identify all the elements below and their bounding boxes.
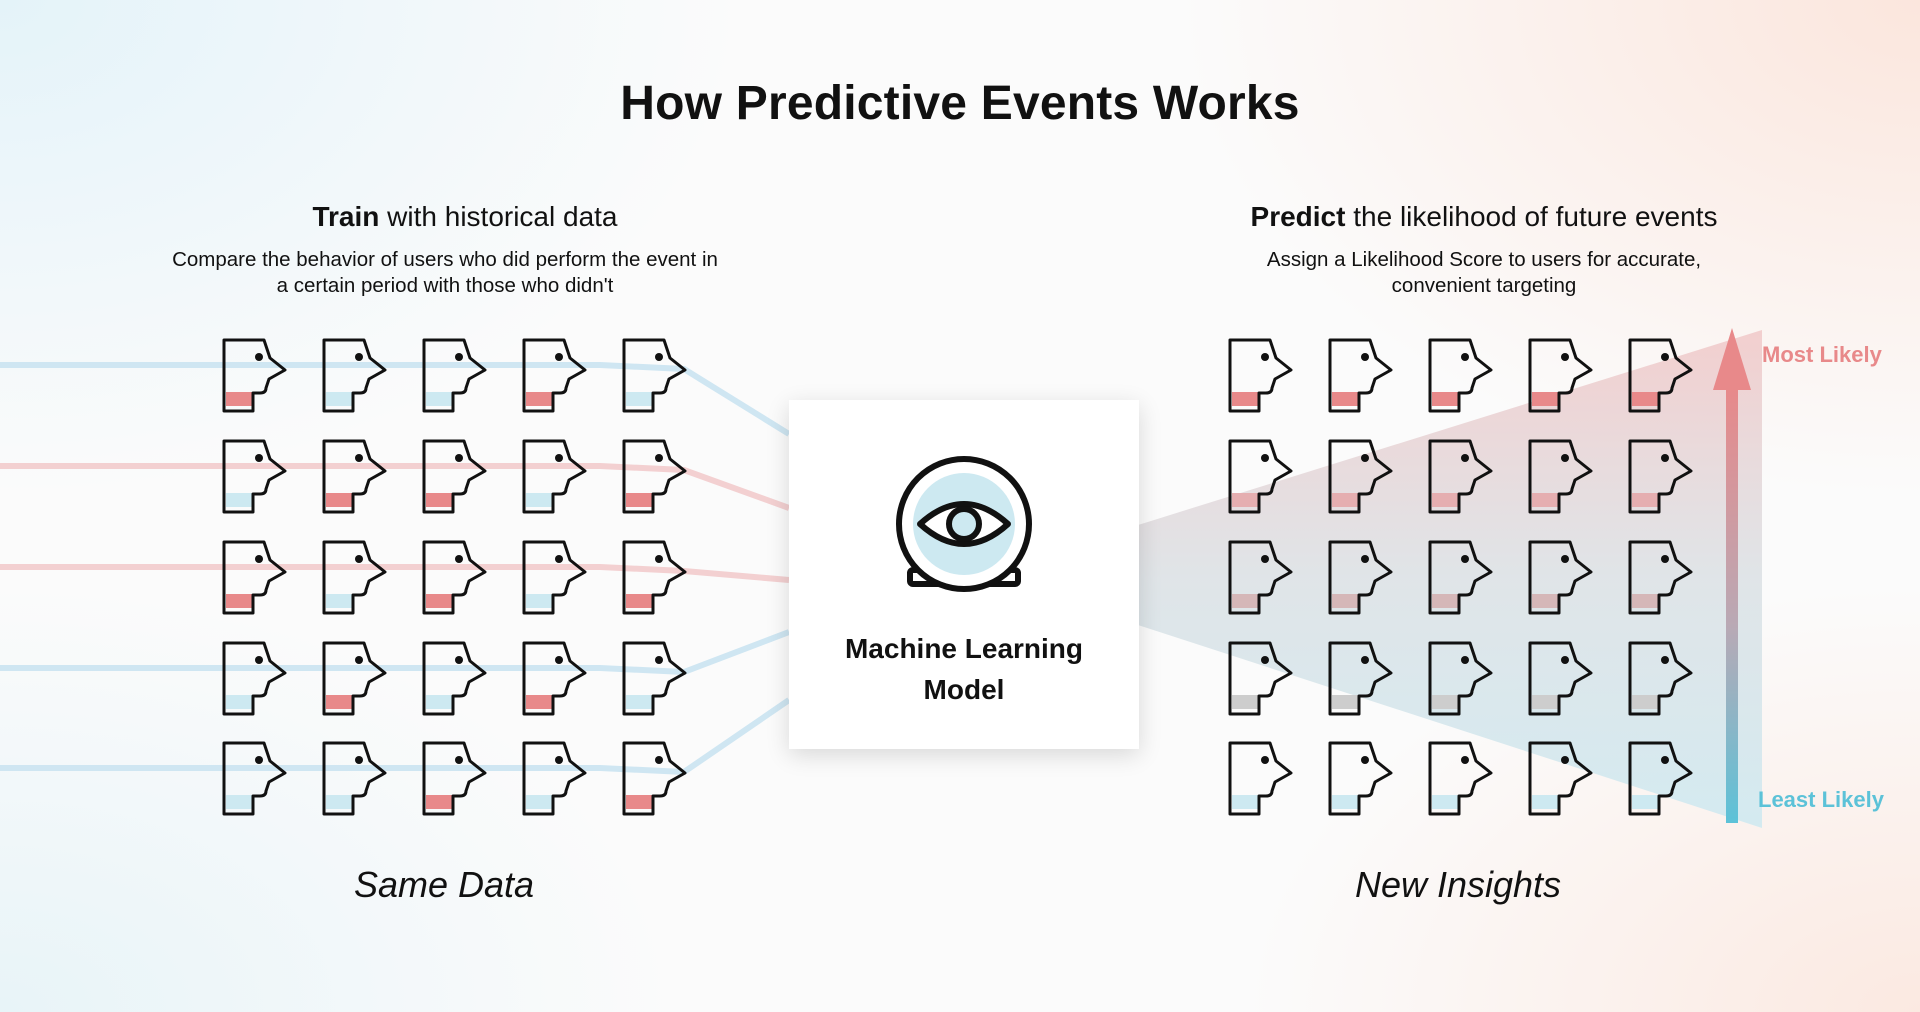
user-head-icon xyxy=(422,338,487,413)
user-head-icon xyxy=(522,741,587,816)
train-subtitle: Compare the behavior of users who did pe… xyxy=(105,247,785,299)
connector-line xyxy=(0,697,791,776)
train-subtitle-line2: a certain period with those who didn't xyxy=(276,274,614,297)
user-head-icon xyxy=(1528,641,1593,716)
user-head-icon xyxy=(222,338,287,413)
left-user-grid xyxy=(222,338,687,816)
user-head-icon xyxy=(1328,540,1393,615)
user-head-icon xyxy=(1528,338,1593,413)
train-heading-text: with historical data xyxy=(387,201,618,232)
user-head-icon xyxy=(1428,338,1493,413)
user-head-icon xyxy=(1328,641,1393,716)
predict-subtitle-line1: Assign a Likelihood Score to users for a… xyxy=(1266,248,1702,271)
user-head-icon xyxy=(1528,540,1593,615)
user-head-icon xyxy=(1228,641,1293,716)
likelihood-arrow xyxy=(1713,328,1751,823)
new-insights-caption: New Insights xyxy=(1354,864,1562,905)
left-connector-lines xyxy=(0,362,791,776)
user-head-icon xyxy=(522,641,587,716)
predict-heading: Predict the likelihood of future events xyxy=(1104,201,1864,233)
user-head-icon xyxy=(1228,540,1293,615)
user-head-icon xyxy=(322,338,387,413)
predict-subtitle: Assign a Likelihood Score to users for a… xyxy=(1144,247,1824,299)
user-head-icon xyxy=(422,641,487,716)
most-likely-label: Most Likely xyxy=(1762,342,1882,367)
user-head-icon xyxy=(222,439,287,514)
user-head-icon xyxy=(322,540,387,615)
user-head-icon xyxy=(422,540,487,615)
predict-heading-text: the likelihood of future events xyxy=(1353,201,1718,232)
user-head-icon xyxy=(1328,741,1393,816)
train-heading-bold: Train xyxy=(312,201,380,232)
connector-line xyxy=(0,564,790,583)
user-head-icon xyxy=(622,741,687,816)
user-head-icon xyxy=(1228,338,1293,413)
user-head-icon xyxy=(522,338,587,413)
ml-model-label-line2: Model xyxy=(923,674,1005,705)
user-head-icon xyxy=(1228,439,1293,514)
ml-model-label: Machine Learning Model xyxy=(789,628,1139,710)
user-head-icon xyxy=(1428,641,1493,716)
user-head-icon xyxy=(522,540,587,615)
user-head-icon xyxy=(1528,741,1593,816)
eye-icon xyxy=(896,456,1032,592)
user-head-icon xyxy=(1428,741,1493,816)
user-head-icon xyxy=(1328,338,1393,413)
user-head-icon xyxy=(1628,641,1693,716)
user-head-icon xyxy=(422,439,487,514)
page-title: How Predictive Events Works xyxy=(620,77,1300,130)
train-heading: Train with historical data xyxy=(85,201,845,233)
right-user-grid xyxy=(1228,338,1693,816)
prediction-beam xyxy=(1138,330,1762,828)
connector-line xyxy=(0,362,791,437)
user-head-icon xyxy=(1628,741,1693,816)
predict-heading-bold: Predict xyxy=(1250,201,1346,232)
ml-model-box: Machine Learning Model xyxy=(789,400,1139,749)
user-head-icon xyxy=(322,439,387,514)
connector-line xyxy=(0,629,791,676)
user-head-icon xyxy=(622,540,687,615)
user-head-icon xyxy=(622,439,687,514)
train-subtitle-line1: Compare the behavior of users who did pe… xyxy=(172,248,718,271)
ml-model-label-line1: Machine Learning xyxy=(844,633,1084,664)
user-head-icon xyxy=(1428,439,1493,514)
user-head-icon xyxy=(222,741,287,816)
user-head-icon xyxy=(222,641,287,716)
user-head-icon xyxy=(1528,439,1593,514)
predict-subtitle-line2: convenient targeting xyxy=(1391,274,1577,297)
user-head-icon xyxy=(1628,439,1693,514)
user-head-icon xyxy=(1428,540,1493,615)
least-likely-label: Least Likely xyxy=(1758,787,1884,812)
user-head-icon xyxy=(622,338,687,413)
user-head-icon xyxy=(222,540,287,615)
user-head-icon xyxy=(1628,540,1693,615)
connector-line xyxy=(0,463,791,511)
user-head-icon xyxy=(1628,338,1693,413)
user-head-icon xyxy=(622,641,687,716)
user-head-icon xyxy=(422,741,487,816)
same-data-caption: Same Data xyxy=(353,864,535,905)
user-head-icon xyxy=(322,641,387,716)
user-head-icon xyxy=(322,741,387,816)
user-head-icon xyxy=(522,439,587,514)
user-head-icon xyxy=(1328,439,1393,514)
user-head-icon xyxy=(1228,741,1293,816)
